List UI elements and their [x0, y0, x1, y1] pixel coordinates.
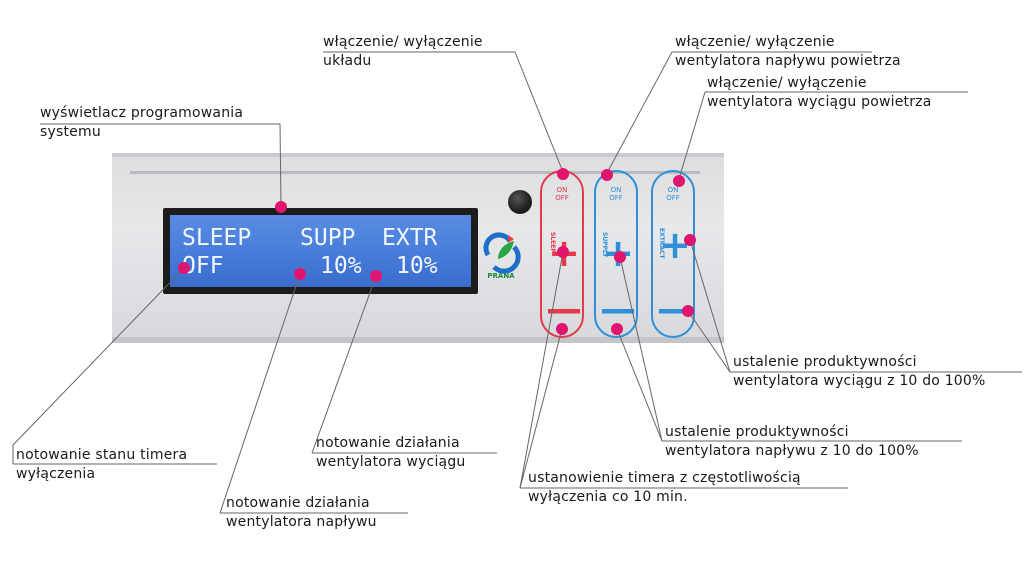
- callout-timer-status: notowanie stanu timera wyłączenia: [16, 446, 187, 484]
- on-text: ON: [610, 186, 622, 194]
- callout-line: ustalenie produktywności: [733, 354, 917, 370]
- lcd-sleep-header: SLEEP: [182, 225, 252, 251]
- callout-line: ustanowienie timera z częstotliwością: [528, 470, 801, 486]
- on-text: ON: [667, 186, 679, 194]
- on-text: ON: [556, 186, 568, 194]
- lcd-supp-value: 10%: [320, 253, 362, 279]
- prana-logo-icon: [483, 232, 521, 274]
- callout-extract-capacity: ustalenie produktywności wentylatora wyc…: [733, 353, 986, 391]
- callout-line: wyświetlacz programowania: [40, 105, 244, 121]
- callout-line: systemu: [40, 124, 101, 140]
- callout-line: wentylatora napływu powietrza: [675, 53, 901, 69]
- callout-supply-onoff: włączenie/ wyłączenie wentylatora napływ…: [675, 33, 901, 71]
- off-text: OFF: [555, 194, 569, 202]
- callout-extract-status: notowanie działania wentylatora wyciągu: [316, 434, 465, 472]
- logo-text: PRANA: [487, 272, 515, 280]
- callout-line: włączenie/ wyłączenie: [707, 75, 867, 91]
- callout-line: wentylatora wyciągu powietrza: [707, 94, 932, 110]
- callout-supply-status: notowanie działania wentylatora napływu: [226, 494, 377, 532]
- callout-extract-onoff: włączenie/ wyłączenie wentylatora wyciąg…: [707, 74, 932, 112]
- marker-dots: [178, 168, 696, 335]
- supply-onoff-label: ON OFF: [596, 186, 636, 202]
- extract-onoff-label: ON OFF: [653, 186, 693, 202]
- off-text: OFF: [666, 194, 680, 202]
- lcd-display: SLEEP SUPP EXTR OFF 10% 10%: [170, 215, 471, 287]
- callout-line: układu: [323, 53, 372, 69]
- callout-display: wyświetlacz programowania systemu: [40, 104, 243, 142]
- indicator-knob: [508, 190, 532, 214]
- supply-button-group: [594, 170, 638, 338]
- callout-line: ustalenie produktywności: [665, 424, 849, 440]
- extract-plus-button[interactable]: +: [659, 223, 691, 267]
- callout-line: wyłączenia co 10 min.: [528, 489, 688, 505]
- callout-line: notowanie działania: [226, 495, 370, 511]
- callout-line: wentylatora napływu: [226, 514, 377, 530]
- lcd-extr-header: EXTR: [382, 225, 438, 251]
- callout-timer-set: ustanowienie timera z częstotliwością wy…: [528, 469, 801, 507]
- callout-line: notowanie stanu timera: [16, 447, 188, 463]
- lcd-extr-value: 10%: [396, 253, 438, 279]
- callout-supply-capacity: ustalenie produktywności wentylatora nap…: [665, 423, 919, 461]
- panel-edge-line: [130, 171, 700, 174]
- sleep-onoff-label: ON OFF: [542, 186, 582, 202]
- callout-line: notowanie działania: [316, 435, 460, 451]
- callout-line: włączenie/ wyłączenie: [675, 34, 835, 50]
- off-text: OFF: [609, 194, 623, 202]
- lcd-supp-header: SUPP: [300, 225, 356, 251]
- callout-line: wentylatora wyciągu: [316, 454, 466, 470]
- callout-line: wentylatora napływu z 10 do 100%: [665, 443, 919, 459]
- callout-line: wentylatora wyciągu z 10 do 100%: [733, 373, 986, 389]
- callout-line: włączenie/ wyłączenie: [323, 34, 483, 50]
- callout-system-onoff: włączenie/ wyłączenie układu: [323, 33, 483, 71]
- callout-line: wyłączenia: [16, 466, 96, 482]
